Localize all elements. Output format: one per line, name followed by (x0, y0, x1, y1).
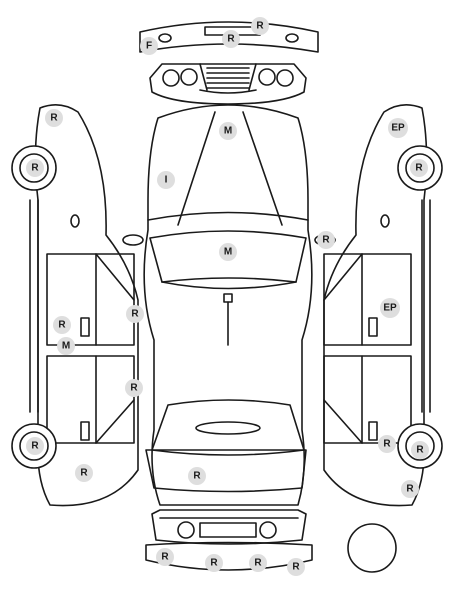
badge-rear-bumper-left[interactable]: F (140, 37, 158, 55)
rear-panel[interactable] (149, 63, 307, 105)
badge-front-bumper-3[interactable]: R (249, 554, 267, 572)
svg-text:R: R (415, 163, 423, 174)
badge-front-bumper-2[interactable]: R (205, 554, 223, 572)
badge-right-wheel-front[interactable]: R (411, 441, 429, 459)
badge-left-front-fender[interactable]: R (75, 464, 93, 482)
svg-text:M: M (62, 341, 70, 352)
badge-rear-bumper-top-right[interactable]: R (251, 17, 269, 35)
svg-text:R: R (131, 309, 139, 320)
badge-front-bumper-1[interactable]: R (156, 548, 174, 566)
badge-left-wheel-front[interactable]: R (26, 437, 44, 455)
badge-left-rear-door-edge[interactable]: R (126, 305, 144, 323)
badge-right-quarter-panel[interactable]: EP (388, 118, 408, 138)
badge-right-mirror[interactable]: R (317, 231, 335, 249)
badge-rear-bumper-top-mid[interactable]: R (222, 30, 240, 48)
badge-left-roof-rail[interactable]: I (157, 171, 175, 189)
svg-text:R: R (161, 552, 169, 563)
badge-right-front-fender-lower[interactable]: R (401, 480, 419, 498)
svg-text:R: R (31, 441, 39, 452)
svg-text:R: R (50, 113, 58, 124)
spare-wheel-circle[interactable] (347, 523, 397, 573)
svg-text:R: R (193, 471, 201, 482)
badge-left-wheel-rear[interactable]: R (26, 159, 44, 177)
svg-text:R: R (254, 558, 262, 569)
svg-text:R: R (322, 235, 330, 246)
car-body-top-view[interactable] (122, 104, 336, 506)
svg-text:I: I (165, 175, 168, 186)
front-bumper[interactable] (145, 541, 313, 571)
svg-text:R: R (292, 562, 300, 573)
badge-left-front-door-edge[interactable]: R (125, 379, 143, 397)
badge-left-fender-rear-top[interactable]: R (45, 109, 63, 127)
svg-text:R: R (383, 439, 391, 450)
svg-text:M: M (224, 247, 232, 258)
svg-text:R: R (406, 484, 414, 495)
svg-text:R: R (256, 21, 264, 32)
badge-right-rear-door[interactable]: EP (380, 298, 400, 318)
svg-text:EP: EP (391, 123, 405, 134)
badge-right-front-fender-upper[interactable]: R (378, 435, 396, 453)
right-side-view[interactable] (323, 104, 443, 507)
svg-text:R: R (130, 383, 138, 394)
svg-text:R: R (227, 34, 235, 45)
svg-text:R: R (58, 320, 66, 331)
svg-text:R: R (210, 558, 218, 569)
badge-left-rear-door-handle[interactable]: R (53, 316, 71, 334)
svg-text:M: M (224, 126, 232, 137)
front-panel[interactable] (151, 509, 307, 545)
svg-text:R: R (416, 445, 424, 456)
badge-front-bumper-4[interactable]: R (287, 558, 305, 576)
badge-right-wheel-rear[interactable]: R (410, 159, 428, 177)
badge-roof[interactable]: M (219, 122, 237, 140)
badge-windshield[interactable]: M (219, 243, 237, 261)
badge-left-rear-door-lower[interactable]: M (57, 337, 75, 355)
svg-text:EP: EP (383, 303, 397, 314)
badge-hood[interactable]: R (188, 467, 206, 485)
svg-text:R: R (31, 163, 39, 174)
svg-text:F: F (146, 41, 152, 52)
svg-text:R: R (80, 468, 88, 479)
